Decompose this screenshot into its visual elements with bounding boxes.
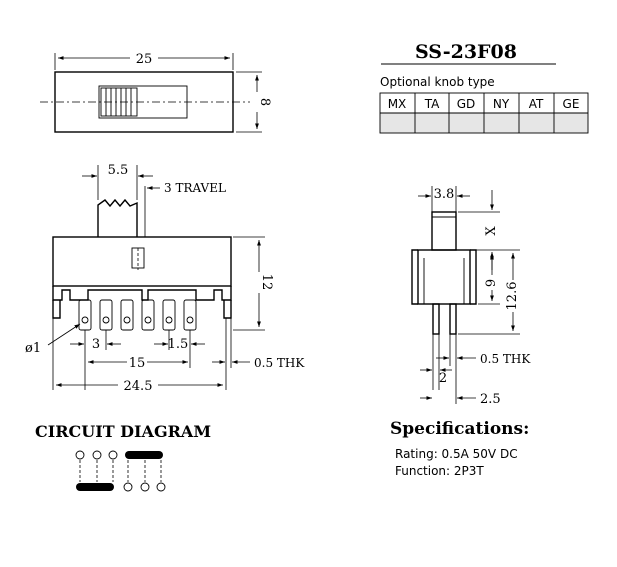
front-height-label: 12: [259, 274, 274, 291]
knob-type-ny: NY: [493, 97, 510, 111]
pin-spacing-b-label: 1.5: [168, 337, 189, 352]
hole-diameter-label: ø1: [25, 341, 41, 356]
circuit-title: CIRCUIT DIAGRAM: [35, 422, 211, 441]
model-title: SS-23F08: [415, 41, 517, 63]
circuit-bottom-row: [76, 482, 166, 492]
knob-width-label: 3.8: [434, 187, 455, 202]
knob-type-table: MX TA GD NY AT GE: [379, 92, 589, 134]
knob-type-at: AT: [529, 97, 544, 111]
side-thickness-label: 0.5 THK: [480, 352, 531, 366]
total-height-label: 12.6: [505, 282, 520, 311]
knob-type-ta: TA: [424, 97, 440, 111]
circuit-top-row: [75, 450, 163, 460]
knob-height-label: X: [484, 226, 499, 236]
knob-type-gd: GD: [457, 97, 476, 111]
front-housing: [52, 236, 232, 287]
front-thickness-label: 0.5 THK: [254, 356, 305, 370]
specs-title: Specifications:: [390, 419, 529, 439]
top-length-label: 25: [136, 52, 153, 67]
circuit-links: [79, 460, 162, 482]
top-view: 25 8: [40, 52, 272, 133]
circuit-diagram: CIRCUIT DIAGRAM: [35, 422, 211, 492]
base-profile: [52, 286, 232, 301]
knob-type-ge: GE: [563, 97, 580, 111]
side-view: 3.8 X 9 12.6 0.5 THK: [411, 186, 531, 407]
specs-rating: Rating: 0.5A 50V DC: [395, 447, 518, 461]
specifications: Specifications: Rating: 0.5A 50V DC Func…: [390, 419, 529, 478]
pin-spacing-a-label: 3: [92, 337, 100, 352]
pin-pitch-label: 2.5: [480, 392, 501, 407]
side-pin-right: [449, 303, 457, 335]
front-view: 5.5 3 TRAVEL: [25, 163, 305, 394]
pin-width-label: 2: [439, 371, 447, 386]
knob-table-caption: Optional knob type: [380, 75, 495, 89]
pin-span-label: 15: [129, 356, 146, 371]
knob-type-mx: MX: [388, 97, 407, 111]
side-housing: [417, 249, 471, 305]
terminal-pins: [78, 299, 197, 331]
specs-function: Function: 2P3T: [395, 464, 484, 478]
mount-leg-left: [52, 300, 61, 319]
stem-width-label: 5.5: [108, 163, 129, 178]
side-knob: [431, 211, 457, 251]
top-height-label: 8: [257, 98, 272, 106]
actuator-stem: [97, 198, 138, 237]
body-height-label: 9: [484, 279, 499, 287]
travel-label: 3 TRAVEL: [164, 181, 226, 195]
side-pin-left: [432, 303, 440, 335]
mount-leg-right: [223, 300, 232, 319]
model-block: SS-23F08 Optional knob type MX TA GD NY …: [379, 41, 589, 134]
overall-width-label: 24.5: [124, 379, 153, 394]
